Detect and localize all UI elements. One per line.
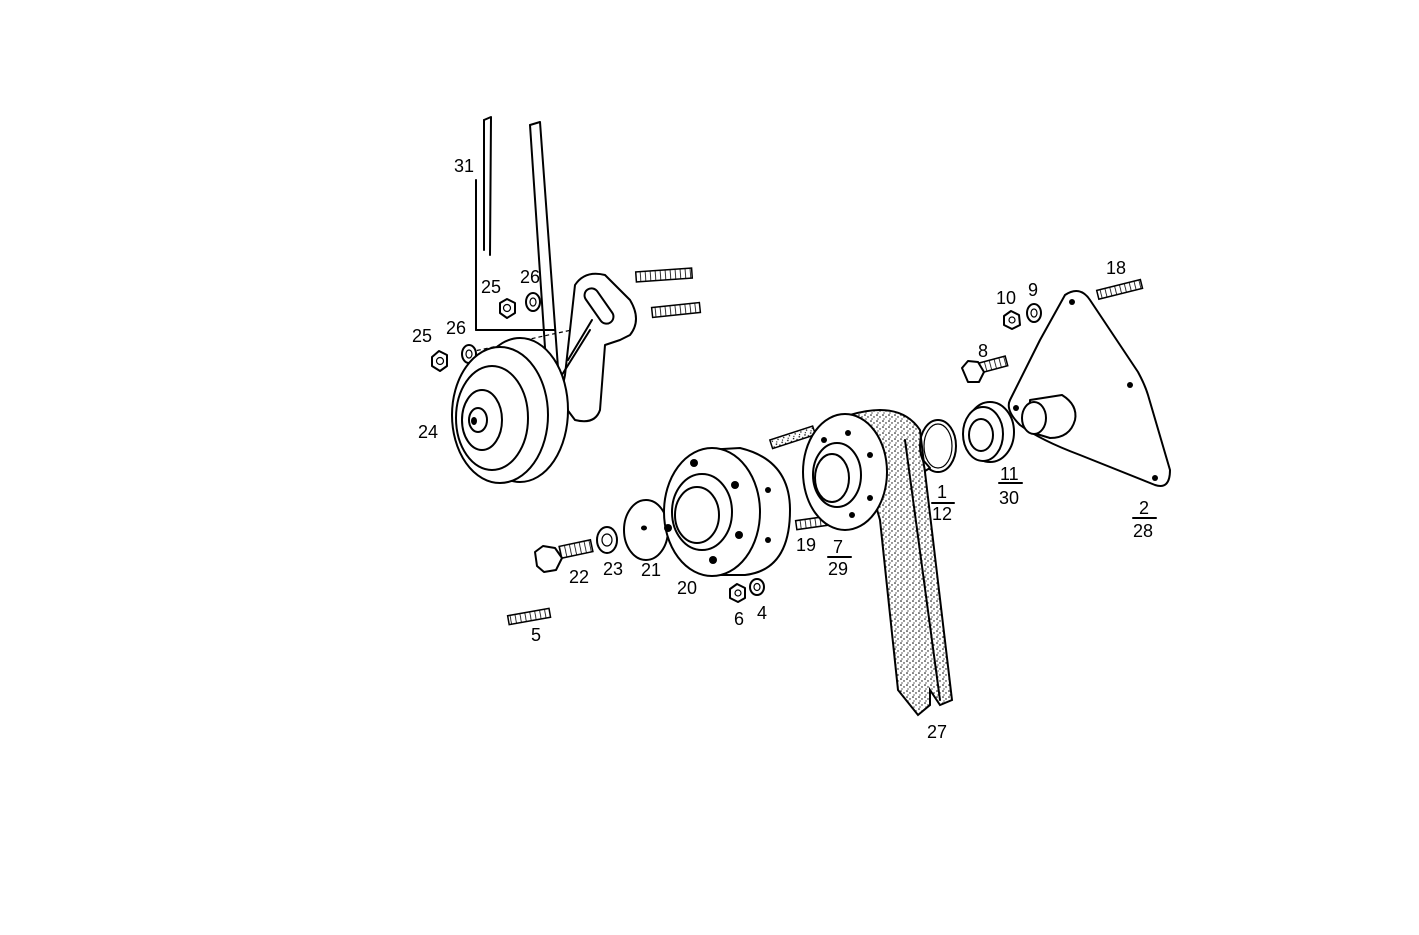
label-7-denominator: 29 (828, 559, 848, 579)
flange-hub-part-20 (663, 447, 791, 577)
washer-part-23 (596, 526, 618, 554)
disc-part-21 (623, 499, 669, 561)
fraction-bars (827, 482, 1157, 558)
stud-upper-pair (634, 267, 702, 319)
label-26-upper: 26 (520, 267, 540, 287)
label-18: 18 (1106, 258, 1126, 278)
label-8: 8 (978, 341, 988, 361)
washer-part-26-upper (525, 292, 541, 312)
label-9: 9 (1028, 280, 1038, 300)
label-7-numerator: 7 (833, 537, 843, 557)
label-6: 6 (734, 609, 744, 629)
circlip-part-1 (919, 419, 957, 473)
stud-part-5 (506, 607, 552, 626)
hub-part-7 (802, 413, 888, 531)
nut-part-25-upper (499, 298, 516, 319)
label-10: 10 (996, 288, 1016, 308)
bolt-part-22 (534, 538, 594, 573)
label-1-denominator: 12 (932, 504, 952, 524)
stud-part-18 (1095, 278, 1144, 301)
stud-upper-part-hub (768, 425, 817, 450)
label-23: 23 (603, 559, 623, 579)
label-11-numerator: 11 (1000, 464, 1019, 484)
nut-part-6 (729, 583, 746, 603)
nut-part-25-lower (431, 350, 448, 372)
bolt-part-8 (961, 355, 1009, 383)
washer-part-4 (749, 578, 765, 596)
label-5: 5 (531, 625, 541, 645)
label-4: 4 (757, 603, 767, 623)
label-21: 21 (641, 560, 661, 580)
label-22: 22 (569, 567, 589, 587)
label-19: 19 (796, 535, 816, 555)
label-2-numerator: 2 (1139, 498, 1149, 518)
bearing-part-11 (962, 401, 1015, 463)
pulley-part-24 (451, 337, 569, 484)
nut-part-10 (1003, 310, 1021, 330)
label-27: 27 (927, 722, 947, 742)
washer-part-9 (1026, 303, 1042, 323)
label-11-denominator: 30 (999, 488, 1019, 508)
bracket-plate-part-2 (1007, 290, 1171, 487)
label-26-lower: 26 (446, 318, 466, 338)
label-2-denominator: 28 (1133, 521, 1153, 541)
label-25-lower: 25 (412, 326, 432, 346)
label-24: 24 (418, 422, 438, 442)
label-31: 31 (454, 156, 474, 176)
label-1-numerator: 1 (937, 482, 947, 502)
label-20: 20 (677, 578, 697, 598)
label-25-upper: 25 (481, 277, 501, 297)
part-labels: 31 25 26 25 26 24 18 10 9 8 1 12 11 30 2… (412, 156, 1153, 742)
tensioner-bracket (559, 272, 637, 423)
